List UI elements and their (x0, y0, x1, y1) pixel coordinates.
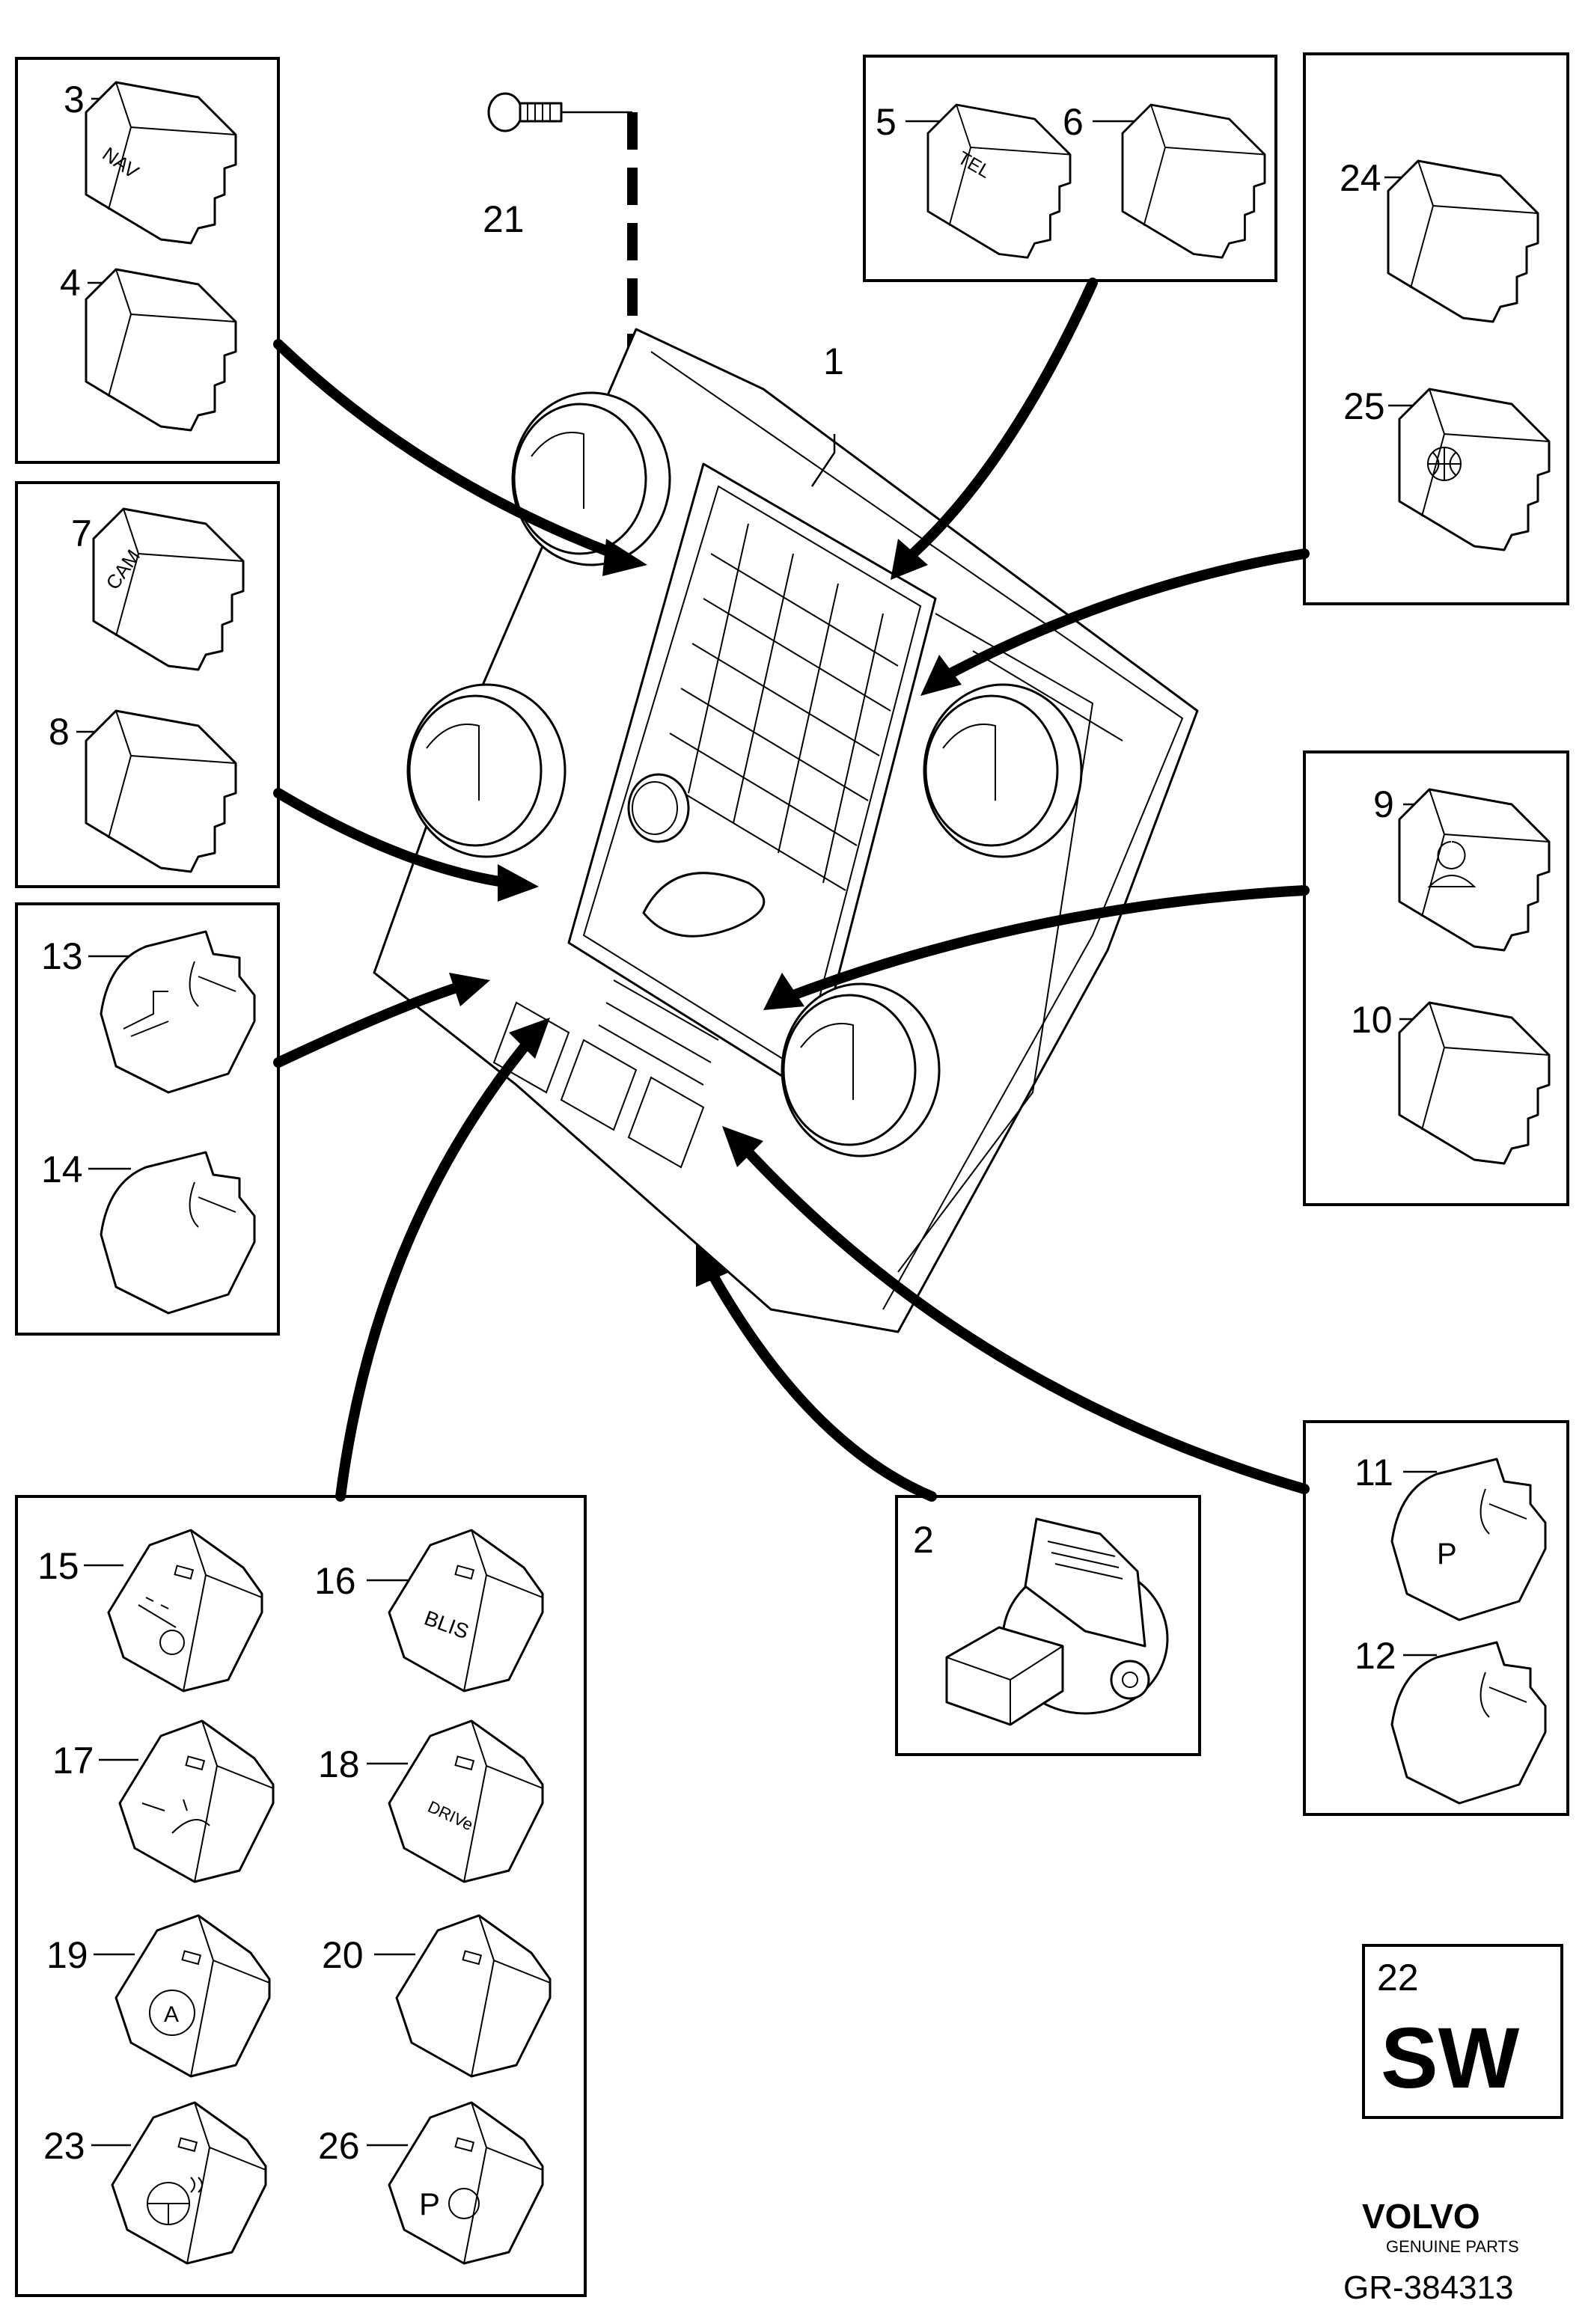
button-15 (107, 1529, 263, 1692)
button-13 (100, 930, 256, 1094)
button-blank-6 (1121, 103, 1266, 259)
box-13-14 (15, 902, 280, 1336)
button-17 (118, 1719, 275, 1883)
callout-1: 1 (823, 340, 844, 382)
diagram-id: GR-384313 (1343, 2269, 1513, 2306)
button-grid (658, 523, 899, 891)
button-11: P (1390, 1458, 1547, 1621)
callout-10: 10 (1351, 999, 1393, 1041)
box-5-6 (863, 55, 1277, 282)
callout-4: 4 (60, 262, 81, 304)
callout-6: 6 (1063, 101, 1084, 143)
button-blank-24 (1387, 159, 1539, 323)
callout-24: 24 (1340, 157, 1381, 199)
sw-label: SW (1381, 2010, 1520, 2106)
button-tel: TEL (926, 103, 1072, 259)
callout-7: 7 (71, 513, 92, 554)
button-blank-14 (100, 1151, 256, 1315)
box-11-12 (1303, 1420, 1569, 1816)
control-panel-main (373, 328, 1199, 1333)
brand-tagline: GENUINE PARTS (1386, 2237, 1519, 2256)
button-26: P (388, 2101, 544, 2265)
button-blank-12 (1390, 1641, 1547, 1805)
button-nav: NAV (85, 81, 237, 245)
box-15-26 (15, 1495, 587, 2297)
callout-21: 21 (483, 198, 525, 240)
parking-p-icon: P (1437, 1538, 1457, 1571)
button-blis: BLIS (388, 1529, 544, 1692)
callout-8: 8 (49, 711, 70, 753)
callout-19: 19 (46, 1934, 88, 1976)
callout-16: 16 (314, 1560, 356, 1602)
callout-25: 25 (1343, 385, 1385, 427)
button-9 (1398, 788, 1551, 952)
callout-12: 12 (1355, 1635, 1396, 1677)
button-25 (1398, 388, 1551, 551)
brand-logo: VOLVO (1362, 2197, 1480, 2236)
arrows (273, 278, 1310, 1502)
box-22 (1362, 1944, 1563, 2119)
park-steer-p-icon: P (419, 2186, 440, 2221)
box-24-25 (1303, 52, 1569, 605)
button-23 (111, 2101, 267, 2265)
callout-3: 3 (64, 79, 85, 120)
callout-15: 15 (37, 1545, 79, 1587)
button-19: A (114, 1914, 271, 2078)
button-blank-20 (395, 1914, 552, 2078)
button-blank-8 (85, 709, 237, 873)
sw-number: 22 (1377, 1957, 1419, 1999)
callout-26: 26 (318, 2125, 360, 2167)
button-drive: DRIVe (388, 1719, 544, 1883)
callout-9: 9 (1373, 783, 1394, 825)
box-2 (895, 1495, 1201, 1756)
box-7-8 (15, 481, 280, 888)
callout-18: 18 (318, 1743, 360, 1785)
callout-5: 5 (876, 101, 897, 143)
callout-23: 23 (43, 2125, 85, 2167)
callout-20: 20 (322, 1934, 364, 1976)
callout-2: 2 (913, 1519, 934, 1561)
box-3-4 (15, 57, 280, 464)
callout-11: 11 (1355, 1452, 1393, 1493)
box-9-10 (1303, 750, 1569, 1206)
button-blank-10 (1398, 1001, 1551, 1165)
auto-a-icon: A (164, 2002, 179, 2027)
button-blank-4 (85, 268, 237, 432)
callout-13: 13 (41, 935, 83, 977)
screw-21 (487, 92, 638, 419)
connector-2 (945, 1517, 1169, 1726)
button-cam: CAM (92, 507, 245, 671)
callout-17: 17 (52, 1740, 94, 1782)
callout-14: 14 (41, 1149, 83, 1190)
